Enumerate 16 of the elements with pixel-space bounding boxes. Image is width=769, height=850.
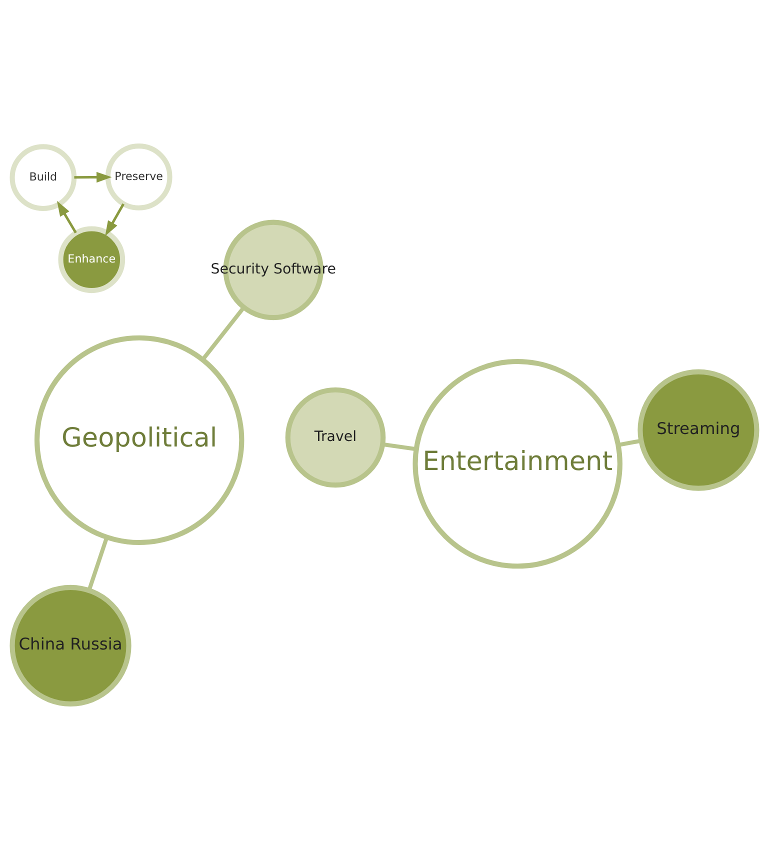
node-circle: Geopolitical [34,335,244,546]
arrow [56,200,77,234]
node-circle: Preserve [105,144,172,210]
connector [618,438,642,448]
connector [201,306,246,361]
connector [382,442,416,452]
node-circle: Travel [285,387,386,488]
node-label: Security Software [210,262,336,278]
connector [87,536,109,591]
node-circle: Enhance [58,226,126,294]
arrow [105,203,125,236]
node-circle: China Russia [10,584,132,706]
node-circle: Streaming [638,369,760,491]
node-circle: Build [10,144,77,212]
arrow [74,172,112,183]
node-circle: Entertainment [412,358,622,569]
